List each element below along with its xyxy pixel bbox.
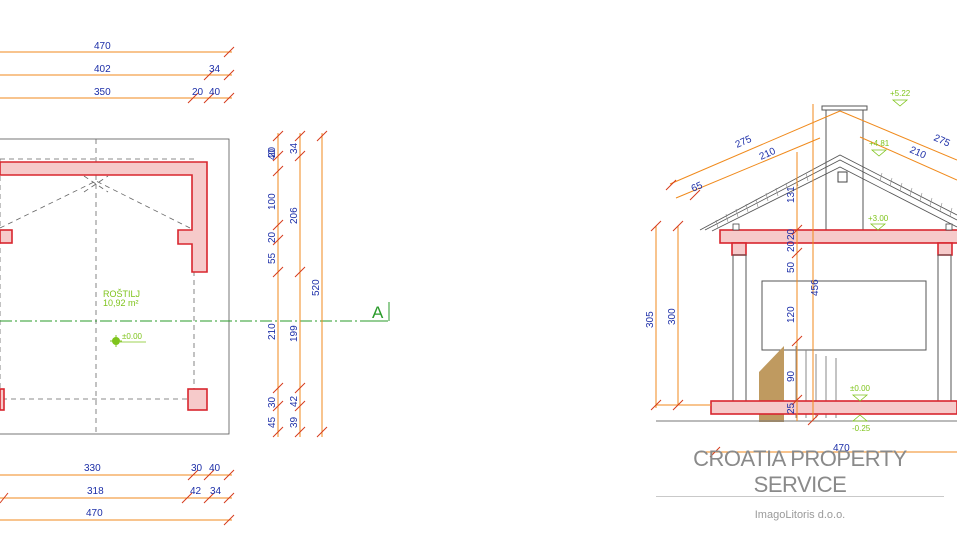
elev-dim-305: 305 [645,311,656,328]
elev-dim-90: 90 [786,370,797,382]
watermark-subtitle: ImagoLitoris d.o.o. [754,509,846,521]
dim-20-top: 20 [192,87,204,98]
dim-right-39: 39 [289,416,300,428]
plan-right-dimensions: 20 40 100 20 55 210 45 30 34 206 199 42 … [267,130,328,438]
dim-34-top: 34 [209,64,221,75]
dim-right-42: 42 [289,395,300,407]
dim-bottom-30: 30 [191,463,203,474]
level-5-22: +5.22 [890,89,911,98]
elev-dim-275-left: 275 [734,134,754,151]
level-4-81: +4.81 [869,139,890,148]
level-0-00: ±0.00 [850,384,871,393]
dim-bottom-34: 34 [210,486,222,497]
watermark-divider [656,496,944,497]
elevation-levels: +5.22 +4.81 +3.00 ±0.00 -0.25 [850,89,911,433]
elev-dim-120: 120 [786,306,797,323]
elev-dim-20a: 20 [786,228,797,240]
dim-right-520: 520 [311,279,322,296]
elev-dim-300: 300 [667,308,678,325]
elev-dim-131: 131 [786,186,797,203]
watermark-company: CROATIA PROPERTY SERVICE [693,446,907,497]
plan-floor [0,138,230,435]
elev-dim-25: 25 [786,402,797,414]
elev-dim-275-right: 275 [932,133,952,150]
elev-dim-470: 470 [833,443,850,454]
dim-right-55: 55 [267,252,278,264]
dim-40-top: 40 [209,87,221,98]
plan-bottom-dimensions: 330 30 40 318 42 34 470 [0,463,235,526]
dim-right-20: 20 [267,146,278,158]
dim-470-top: 470 [94,41,111,52]
level-3-00: +3.00 [868,214,889,223]
elev-dim-65: 65 [690,180,705,195]
plan-level: ±0.00 [122,332,143,341]
elev-dim-456: 456 [810,279,821,296]
dim-350: 350 [94,87,111,98]
dim-right-45: 45 [267,416,278,428]
dim-right-206: 206 [289,207,300,224]
dim-right-100: 100 [267,193,278,210]
section-marker-label: A [372,303,384,322]
elev-dim-50: 50 [786,261,797,273]
elevation-dimensions: 275 210 65 275 210 131 20 20 50 120 90 2… [645,104,957,458]
dim-bottom-40: 40 [209,463,221,474]
room-area: 10,92 m² [103,298,139,308]
room-name: ROŠTILJ [103,289,140,299]
dim-right-199: 199 [289,325,300,342]
dim-bottom-330: 330 [84,463,101,474]
plan-walls [0,161,208,411]
elev-dim-210-left: 210 [758,146,778,163]
dim-right-34: 34 [289,142,300,154]
dim-bottom-470: 470 [86,508,103,519]
elevation-building [656,105,957,422]
level-marker-icon [110,335,146,347]
section-line-a: A [0,302,390,322]
dim-bottom-42: 42 [190,486,202,497]
elev-dim-20b: 20 [786,240,797,252]
plan-top-dimensions: 470 402 34 350 20 40 [0,41,235,104]
level-minus-0-25: -0.25 [852,424,871,433]
dim-right-40: 40 [267,148,278,160]
dim-bottom-318: 318 [87,486,104,497]
dim-402: 402 [94,64,111,75]
dim-right-30: 30 [267,396,278,408]
dim-right-210: 210 [267,323,278,340]
dim-right-20b: 20 [267,231,278,243]
